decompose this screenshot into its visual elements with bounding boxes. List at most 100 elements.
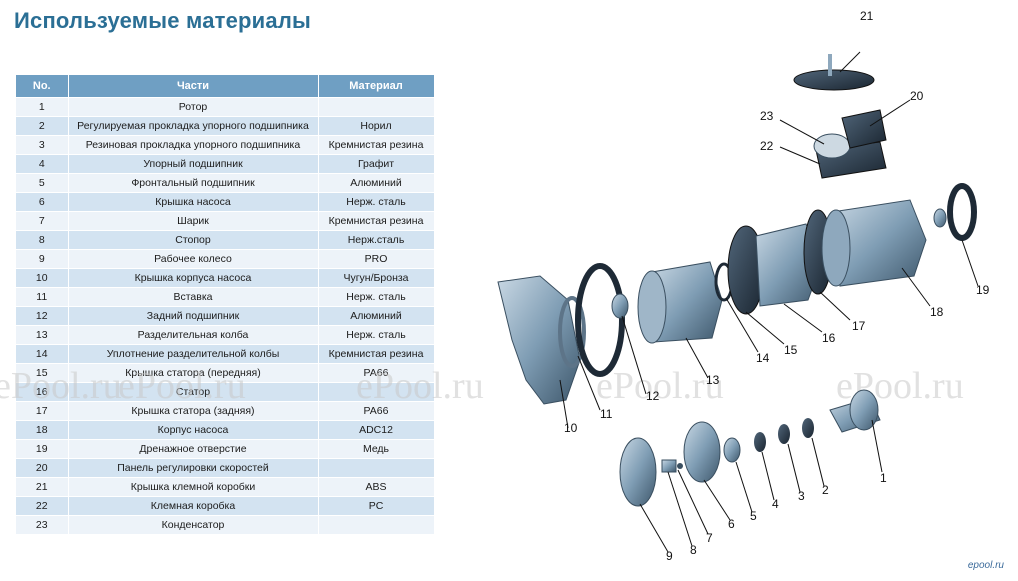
cell-part: Крышка статора (передняя) [68,363,319,383]
cell-no: 12 [16,306,69,326]
cell-part: Стопор [68,230,319,250]
callout-15: 15 [784,343,798,357]
callout-2: 2 [822,483,829,497]
callout-21: 21 [860,9,874,23]
callout-1: 1 [880,471,887,485]
callout-9: 9 [666,549,673,563]
cell-no: 17 [16,401,69,421]
cell-part: Вставка [68,287,319,307]
cell-material: PA66 [318,363,435,383]
callout-23: 23 [760,109,774,123]
leader-lines [559,51,979,553]
header-material: Материал [318,75,435,98]
cell-material [318,515,435,534]
cell-part: Фронтальный подшипник [68,173,319,193]
part-8-stopper [661,459,677,473]
header-part: Части [68,75,319,98]
cell-material: ABS [318,477,435,497]
cell-part: Задний подшипник [68,306,319,326]
cell-no: 21 [16,477,69,497]
part-drain-gasket [947,183,977,241]
cell-material: PC [318,496,435,516]
cell-no: 13 [16,325,69,345]
watermark: ePool.ru [356,365,484,407]
cell-no: 7 [16,211,69,231]
page-title: Используемые материалы [14,8,312,33]
cell-material [318,382,435,402]
table-header-row: No. Части Материал [16,75,435,98]
watermark: ePool.ru [596,365,724,407]
callout-5: 5 [750,509,757,523]
cell-part: Резиновая прокладка упорного подшипника [68,135,319,155]
cell-part: Крышка клемной коробки [68,477,319,497]
cell-part: Крышка корпуса насоса [68,268,319,288]
part-21-terminal-cover [793,69,875,91]
part-5-front-bearing [723,437,741,463]
part-9-impeller [619,437,657,507]
cell-no: 1 [16,97,69,117]
watermark: ePool.ru [118,365,246,407]
cell-no: 19 [16,439,69,459]
part-4-thrust-bearing [754,432,766,452]
cell-material: Нерж. сталь [318,192,435,212]
callout-16: 16 [822,331,836,345]
cell-material: Медь [318,439,435,459]
cell-no: 11 [16,287,69,307]
cell-no: 22 [16,496,69,516]
part-ring [575,263,625,377]
callout-12: 12 [646,389,660,403]
cell-part: Крышка статора (задняя) [68,401,319,421]
cell-no: 23 [16,515,69,534]
cell-part: Конденсатор [68,515,319,534]
callout-11: 11 [600,407,613,421]
cell-no: 14 [16,344,69,364]
callout-18: 18 [930,305,944,319]
cell-material: Графит [318,154,435,174]
cell-material: PA66 [318,401,435,421]
cell-part: Крышка насоса [68,192,319,212]
cell-material: ADC12 [318,420,435,440]
part-19-drain-plug [933,208,947,228]
callout-22: 22 [760,139,774,153]
header-no: No. [16,75,69,98]
cell-no: 18 [16,420,69,440]
cell-part: Разделительная колба [68,325,319,345]
cell-material: Нерж.сталь [318,230,435,250]
cell-part: Рабочее колесо [68,249,319,269]
cell-material [318,97,435,117]
part-2-adjustable-gasket [802,418,814,438]
cell-material: Чугун/Бронза [318,268,435,288]
callout-13: 13 [706,373,720,387]
cell-material: Алюминий [318,173,435,193]
callout-14: 14 [756,351,770,365]
cell-part: Клемная коробка [68,496,319,516]
callout-19: 19 [976,283,990,297]
cell-part: Ротор [68,97,319,117]
cell-material: Норил [318,116,435,136]
exploded-pump-diagram: 10 11 12 13 14 15 16 17 18 19 21 20 23 2… [497,9,990,563]
cell-no: 8 [16,230,69,250]
callout-17: 17 [852,319,866,333]
cell-no: 6 [16,192,69,212]
part-3-rubber-gasket [778,424,790,444]
cell-part: Регулируемая прокладка упорного подшипни… [68,116,319,136]
